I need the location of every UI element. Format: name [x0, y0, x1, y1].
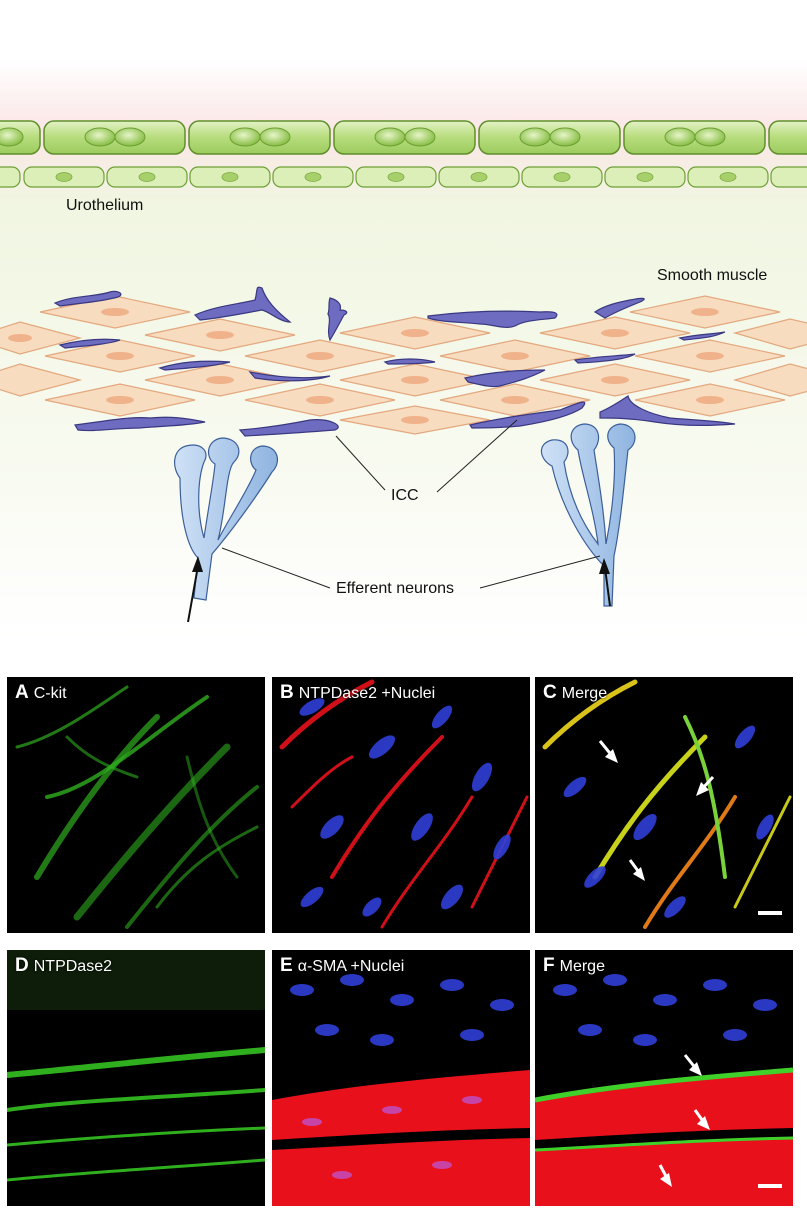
label-smooth-muscle: Smooth muscle — [657, 267, 768, 284]
smooth-muscle-layer — [0, 295, 807, 435]
panel-c-caption: Merge — [561, 685, 608, 702]
panel-e-letter: E — [280, 955, 293, 976]
leader-lines — [221, 419, 601, 589]
schematic-svg — [0, 60, 807, 640]
micrograph-b-image — [279, 679, 529, 929]
micrograph-c-image — [542, 679, 792, 929]
panel-b-letter: B — [280, 682, 294, 703]
panel-b-caption: NTPDase2 +Nuclei — [298, 685, 436, 702]
micrograph-d-image — [7, 950, 265, 1182]
label-icc: ICC — [391, 487, 419, 504]
panel-a-letter: A — [15, 682, 29, 703]
micrograph-f-image — [535, 974, 793, 1206]
axon-arrows — [187, 556, 611, 623]
panel-f-letter: F — [543, 955, 555, 976]
efferent-neuron-right — [540, 423, 636, 607]
panel-d-caption: NTPDase2 — [33, 958, 112, 975]
urothelium-upper-layer — [0, 120, 807, 155]
panel-a-caption: C-kit — [33, 685, 67, 702]
efferent-neuron-left — [174, 437, 279, 601]
panel-c-letter: C — [543, 682, 557, 703]
bladder-wall-schematic: Urothelium Smooth muscle ICC Efferent ne… — [0, 60, 807, 640]
panel-e-caption: α-SMA +Nuclei — [297, 958, 405, 975]
scale-bar-f — [758, 1184, 782, 1188]
micrograph-a-image — [15, 685, 259, 929]
panel-f-caption: Merge — [559, 958, 605, 975]
label-efferent-neurons: Efferent neurons — [336, 580, 455, 597]
urothelial-cell — [768, 120, 807, 155]
panel-d-letter: D — [15, 955, 29, 976]
label-urothelium: Urothelium — [66, 197, 144, 214]
icc-cells — [53, 286, 736, 437]
scale-bar-c — [758, 911, 782, 915]
micrograph-e-image — [272, 974, 530, 1206]
urothelium-basal-layer — [0, 166, 807, 188]
